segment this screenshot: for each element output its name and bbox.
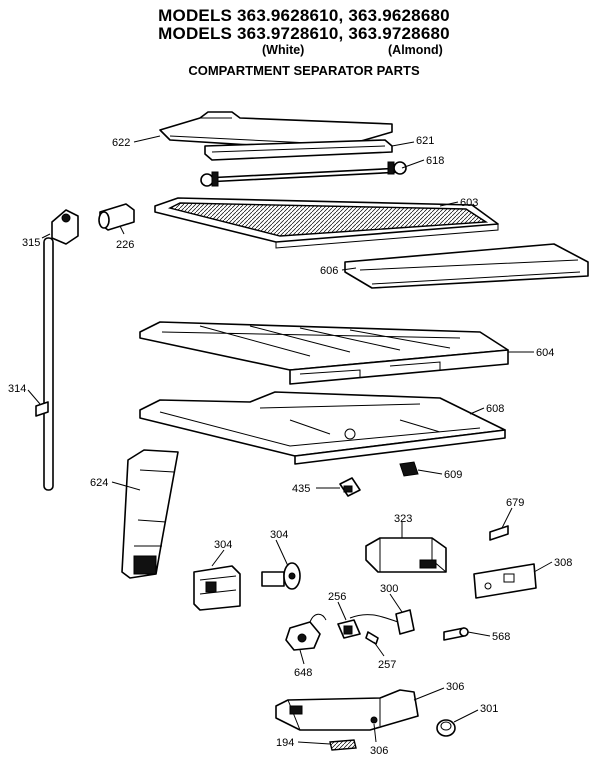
callout-257: 257	[378, 659, 396, 671]
part-226-knob	[98, 203, 135, 231]
part-323-housing	[365, 537, 447, 573]
part-256-switch	[337, 619, 361, 639]
part-608-bottom-panel	[139, 391, 506, 465]
callout-306-housing: 306	[446, 681, 464, 693]
callout-306-base: 306	[370, 745, 388, 757]
part-604-separator	[139, 321, 509, 385]
part-568-screw	[443, 627, 469, 641]
part-679-screw	[489, 525, 509, 541]
callout-609: 609	[444, 469, 462, 481]
callout-256: 256	[328, 591, 346, 603]
part-304-block	[193, 565, 241, 611]
callout-618: 618	[426, 155, 444, 167]
part-603-shelf	[154, 197, 499, 249]
callout-314: 314	[8, 383, 26, 395]
callout-304-block: 304	[214, 539, 232, 551]
callout-194: 194	[276, 737, 294, 749]
callout-308: 308	[554, 557, 572, 569]
part-315-rod	[43, 209, 79, 491]
models-line-2: MODELS 363.9728610, 363.9728680	[158, 24, 450, 43]
callout-604: 604	[536, 347, 554, 359]
variant-white-label: (White)	[262, 43, 305, 57]
leader-lines	[27, 135, 553, 745]
part-648-motor	[285, 613, 327, 651]
part-624-housing	[121, 449, 179, 579]
callout-624: 624	[90, 477, 108, 489]
part-609-clip	[399, 461, 419, 477]
callout-679: 679	[506, 497, 524, 509]
callout-621: 621	[416, 135, 434, 147]
callout-435: 435	[292, 483, 310, 495]
callout-608: 608	[486, 403, 504, 415]
part-621-rail	[204, 139, 393, 161]
part-308-plate	[473, 563, 537, 599]
part-306-base-housing	[275, 689, 419, 731]
part-606-trim	[344, 243, 589, 289]
part-257-screw	[365, 631, 379, 645]
callout-323: 323	[394, 513, 412, 525]
callout-603: 603	[460, 197, 478, 209]
part-435-bracket	[339, 477, 361, 497]
variant-almond-label: (Almond)	[388, 43, 443, 57]
part-618-rod	[200, 161, 407, 187]
callout-568: 568	[492, 631, 510, 643]
callout-648: 648	[294, 667, 312, 679]
callout-301: 301	[480, 703, 498, 715]
callout-300: 300	[380, 583, 398, 595]
page-title: COMPARTMENT SEPARATOR PARTS	[188, 63, 420, 78]
part-304-motor	[261, 562, 301, 590]
callout-622: 622	[112, 137, 130, 149]
part-301-knob	[436, 719, 456, 737]
callout-606: 606	[320, 265, 338, 277]
part-314-screw	[35, 401, 49, 417]
part-194-strip	[329, 739, 357, 751]
models-line-1: MODELS 363.9628610, 363.9628680	[158, 6, 450, 25]
callout-304-motor: 304	[270, 529, 288, 541]
callout-315: 315	[22, 237, 40, 249]
part-300-thermostat	[349, 609, 415, 635]
callout-226: 226	[116, 239, 134, 251]
